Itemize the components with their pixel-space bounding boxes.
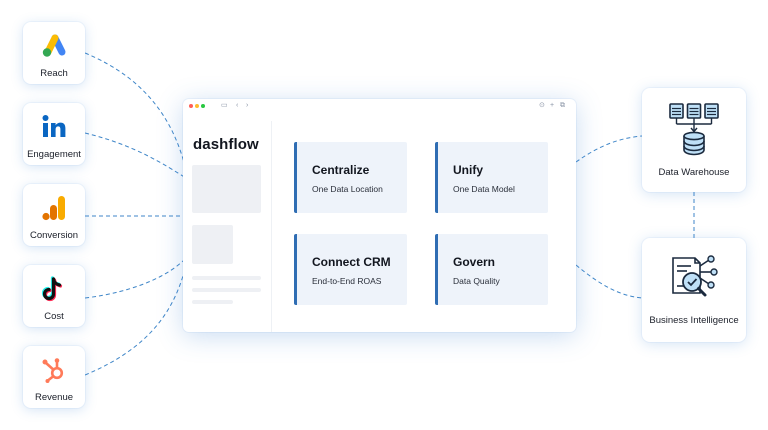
feature-title: Govern [453, 255, 496, 269]
sidebar-placeholder-line [192, 300, 233, 304]
source-card-cost: Cost [23, 265, 85, 327]
feature-subtitle: One Data Model [453, 184, 515, 194]
sidebar-placeholder-block [192, 225, 233, 264]
dashflow-app-window: ▭ ‹ › ⊙ + ⧉ dashflow Centralize One Data… [183, 99, 576, 332]
new-tab-icon[interactable]: + [550, 102, 555, 109]
destination-label: Business Intelligence [649, 315, 739, 326]
hubspot-icon [39, 355, 69, 385]
data-warehouse-icon [667, 102, 721, 156]
window-titlebar: ▭ ‹ › ⊙ + ⧉ [183, 99, 576, 113]
source-label: Cost [44, 311, 64, 322]
source-card-engagement: Engagement [23, 103, 85, 165]
connector-bi [575, 264, 643, 299]
business-intelligence-icon [667, 252, 721, 306]
linkedin-icon [39, 112, 69, 142]
google-analytics-icon [39, 193, 69, 223]
feature-title: Centralize [312, 163, 370, 177]
feature-subtitle: End-to-End ROAS [312, 276, 382, 286]
feature-card-govern: Govern Data Quality [435, 234, 548, 305]
feature-card-unify: Unify One Data Model [435, 142, 548, 213]
tiktok-icon [39, 274, 69, 304]
feature-title: Unify [453, 163, 483, 177]
back-icon[interactable]: ‹ [236, 102, 239, 109]
connector-warehouse [575, 135, 643, 163]
connector-reach [84, 52, 187, 171]
feature-subtitle: Data Quality [453, 276, 500, 286]
source-label: Conversion [29, 230, 79, 241]
sidebar-placeholder-line [192, 288, 261, 292]
destination-card-data-warehouse: Data Warehouse [642, 88, 746, 192]
connector-revenue [84, 264, 187, 376]
connector-engagement [84, 132, 187, 179]
source-card-revenue: Revenue [23, 346, 85, 408]
destination-label: Data Warehouse [658, 167, 730, 178]
sidebar-placeholder-block [192, 165, 261, 213]
feature-card-connect-crm: Connect CRM End-to-End ROAS [294, 234, 407, 305]
sidebar-placeholder-line [192, 276, 261, 280]
close-window-dot[interactable] [189, 104, 193, 108]
feature-subtitle: One Data Location [312, 184, 383, 194]
google-ads-icon [39, 31, 69, 61]
forward-icon[interactable]: › [246, 102, 249, 109]
feature-card-centralize: Centralize One Data Location [294, 142, 407, 213]
feature-title: Connect CRM [312, 255, 391, 269]
sidebar-divider [271, 121, 272, 332]
source-label: Revenue [34, 392, 74, 403]
share-icon[interactable]: ⊙ [539, 102, 545, 109]
source-card-reach: Reach [23, 22, 85, 84]
maximize-window-dot[interactable] [201, 104, 205, 108]
app-brand: dashflow [193, 136, 259, 153]
destination-card-business-intelligence: Business Intelligence [642, 238, 746, 342]
minimize-window-dot[interactable] [195, 104, 199, 108]
source-label: Reach [40, 68, 68, 79]
source-label: Engagement [27, 149, 81, 160]
sidebar-toggle-icon[interactable]: ▭ [221, 102, 228, 109]
tabs-overview-icon[interactable]: ⧉ [560, 102, 565, 109]
connector-cost [84, 257, 187, 299]
source-card-conversion: Conversion [23, 184, 85, 246]
